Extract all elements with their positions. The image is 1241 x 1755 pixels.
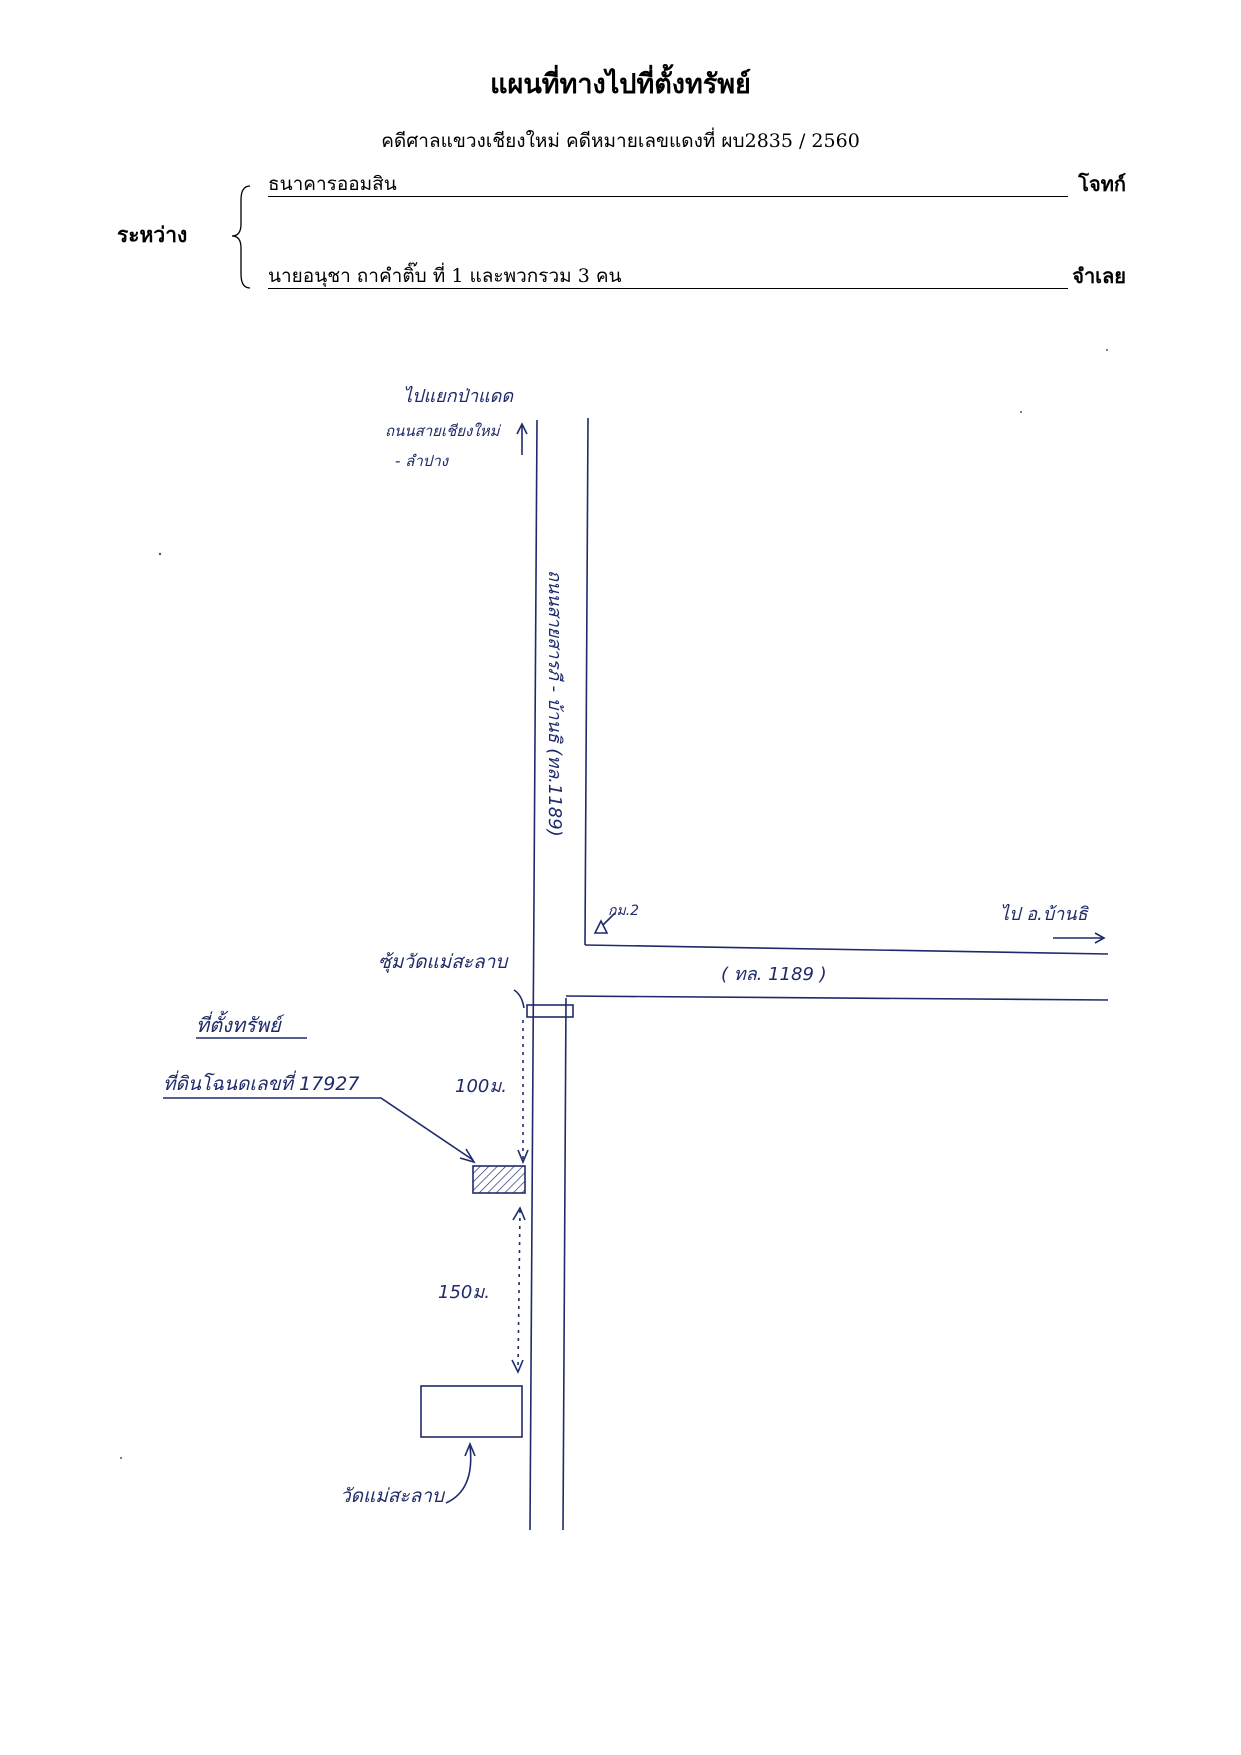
east-destination-label: ไป อ.บ้านธิ (1000, 903, 1090, 925)
temple-label: วัดแม่สะลาบ (340, 1485, 446, 1507)
side-road-label: ( ทล. 1189 ) (721, 964, 827, 985)
scan-speck (158, 552, 162, 556)
main-road-label: ถนนสายสารภี - บ้านธิ (ทล.1189) (544, 570, 565, 837)
scan-speck (120, 1457, 122, 1459)
main-road-east-edge-north (584, 417, 589, 946)
temple-arch-gate (526, 1004, 574, 1018)
north-label-line2: ถนนสายเชียงใหม่ (385, 422, 501, 440)
distance-north-label: 100ม. (455, 1076, 507, 1097)
km-marker-label: กม.2 (608, 903, 639, 919)
km-marker (593, 919, 609, 934)
defendant-line: นายอนุชา ถาคำติ๊บ ที่ 1 และพวกรวม 3 คน (268, 264, 1068, 289)
side-road-south-edge (565, 995, 1109, 1001)
plaintiff-role: โจทก์ (1078, 172, 1126, 196)
north-label-line1: ไปแยกป่าแดด (403, 385, 514, 407)
north-label-line3: - ลำปาง (395, 452, 450, 470)
defendant-name: นายอนุชา ถาคำติ๊บ ที่ 1 และพวกรวม 3 คน (268, 265, 622, 287)
plaintiff-name: ธนาคารออมสิน (268, 173, 397, 195)
temple-arch-label: ซุ้มวัดแม่สะลาบ (378, 951, 509, 973)
side-road-north-edge (584, 944, 1109, 955)
page-title: แผนที่ทางไปที่ตั้งทรัพย์ (490, 69, 751, 100)
temple-block (420, 1385, 523, 1438)
property-leader-line (163, 1097, 474, 1161)
main-road-east-edge-south (562, 997, 567, 1531)
distance-south-label: 150ม. (438, 1282, 490, 1303)
scan-speck (1020, 411, 1022, 413)
between-label: ระหว่าง (117, 222, 188, 247)
main-road-west-edge (529, 419, 538, 1531)
temple-arrow (445, 1445, 472, 1504)
property-heading: ที่ตั้งทรัพย์ (196, 1010, 285, 1037)
property-label: ที่ดินโฉนดเลขที่ 17927 (163, 1070, 359, 1095)
distance-line-south (517, 1209, 521, 1371)
property-parcel (472, 1165, 526, 1194)
scan-speck (1106, 349, 1108, 351)
defendant-role: จำเลย (1072, 264, 1126, 288)
plaintiff-line: ธนาคารออมสิน (268, 172, 1068, 197)
case-number-line: คดีศาลแขวงเชียงใหม่ คดีหมายเลขแดงที่ ผบ2… (381, 130, 860, 152)
